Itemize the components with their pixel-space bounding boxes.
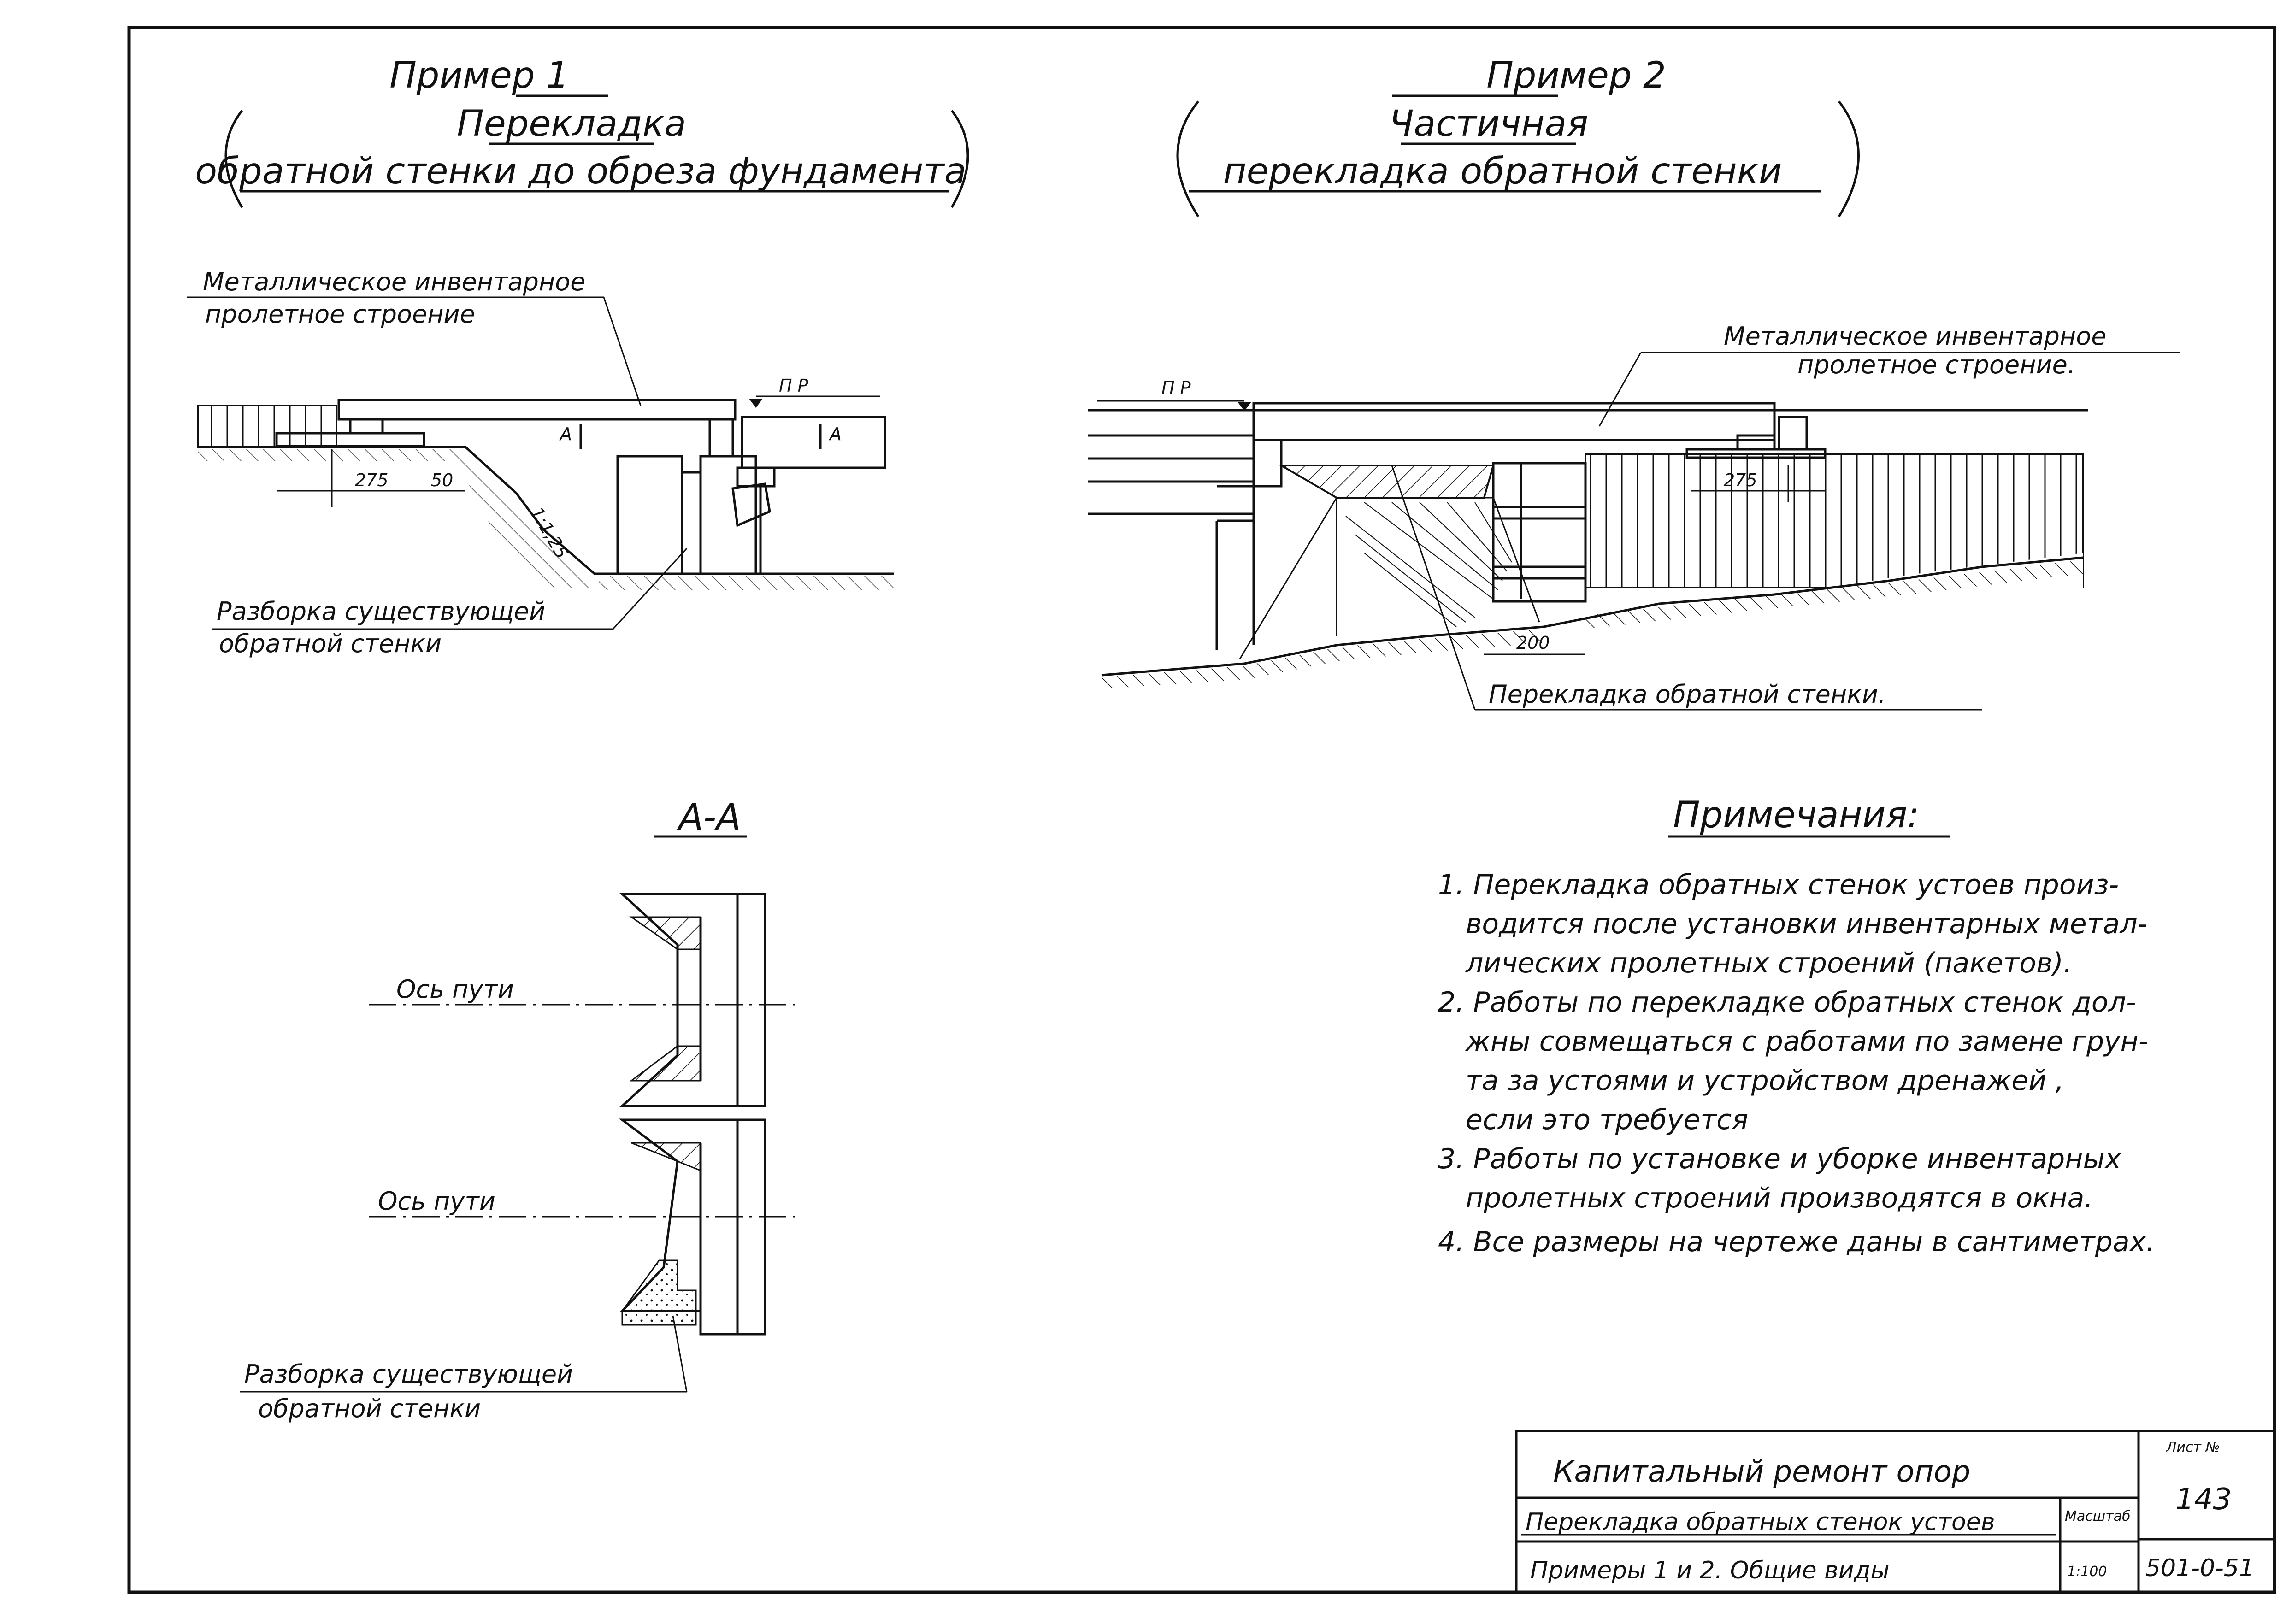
example1-elevation: Металлическое инвентарное пролетное стро… [187, 267, 894, 658]
note-line: та за устоями и устройством дренажей , [1466, 1065, 2064, 1097]
note-line: 2. Работы по перекладке обратных стенок … [1438, 986, 2136, 1018]
example2-title: Частичная [1389, 103, 1588, 145]
example1-removal-label: Разборка существующей [217, 597, 545, 626]
example2-heading: Пример 2 [1486, 55, 1666, 96]
example1-title: Перекладка [457, 103, 686, 145]
notes-title: Примечания: [1673, 794, 1919, 836]
title-row-1: Капитальный ремонт опор [1553, 1455, 1970, 1489]
note-line: если это требуется [1466, 1104, 1748, 1136]
example2-header: Пример 2 Частичная перекладка обратной с… [1176, 55, 1860, 218]
example1-span-label2: пролетное строение [205, 300, 475, 329]
example2-elevation: Металлическое инвентарное пролетное стро… [1088, 322, 2180, 711]
example1-header: Пример 1 Перекладка обратной стенки до о… [195, 55, 969, 208]
title-block: Капитальный ремонт опор Перекладка обрат… [1515, 1430, 2276, 1594]
example2-span-label2: пролетное строение. [1797, 350, 2075, 379]
example2-dim-200: 200 [1516, 633, 1550, 653]
example1-span-label: Металлическое инвентарное [203, 267, 586, 296]
section-title: А-А [677, 797, 741, 838]
section-removal-label: Разборка существующей [244, 1359, 573, 1389]
example1-dim-50: 50 [431, 470, 453, 490]
note-line: жны совмещаться с работами по замене гру… [1465, 1025, 2148, 1058]
note-line: 1. Перекладка обратных стенок устоев про… [1438, 869, 2119, 901]
example2-relay-label: Перекладка обратной стенки. [1489, 680, 1886, 709]
note-line: лических пролетных строений (пакетов). [1465, 947, 2072, 979]
example1-a-left: А [559, 424, 572, 444]
sheet-number: 143 [2175, 1483, 2232, 1517]
note-line: водится после установки инвентарных мета… [1466, 908, 2147, 940]
example1-heading: Пример 1 [389, 55, 569, 96]
example2-subtitle: перекладка обратной стенки [1223, 151, 1782, 192]
scale-label: Масштаб [2065, 1508, 2131, 1524]
example2-dim-275: 275 [1724, 470, 1757, 490]
example2-span-label: Металлическое инвентарное [1724, 322, 2107, 351]
section-removal-label2: обратной стенки [258, 1394, 481, 1423]
example1-dim-275: 275 [355, 470, 389, 490]
title-row-2: Перекладка обратных стенок устоев [1526, 1508, 1995, 1536]
note-line: 3. Работы по установке и уборке инвентар… [1438, 1143, 2121, 1175]
example1-subtitle: обратной стенки до обреза фундамента [195, 151, 966, 192]
example2-pr-label: П Р [1161, 378, 1191, 398]
sheet-label: Лист № [2166, 1439, 2220, 1455]
example1-pr-label: П Р [779, 376, 808, 396]
section-a-a: А-А Ось пути Ось пути Разборка существую… [240, 797, 797, 1423]
doc-code: 501-0-51 [2145, 1554, 2254, 1582]
example1-a-right: А [828, 424, 842, 444]
example1-removal-label2: обратной стенки [219, 629, 442, 658]
notes-block: Примечания: 1. Перекладка обратных стено… [1438, 794, 2155, 1258]
axis-label-2: Ось пути [378, 1187, 495, 1216]
title-row-3: Примеры 1 и 2. Общие виды [1530, 1557, 1890, 1584]
note-line: 4. Все размеры на чертеже даны в сантиме… [1438, 1226, 2155, 1258]
scale-value: 1:100 [2067, 1564, 2107, 1580]
note-line: пролетных строений производятся в окна. [1466, 1182, 2093, 1214]
sheet-frame [127, 26, 2276, 1594]
axis-label-1: Ось пути [396, 975, 514, 1004]
